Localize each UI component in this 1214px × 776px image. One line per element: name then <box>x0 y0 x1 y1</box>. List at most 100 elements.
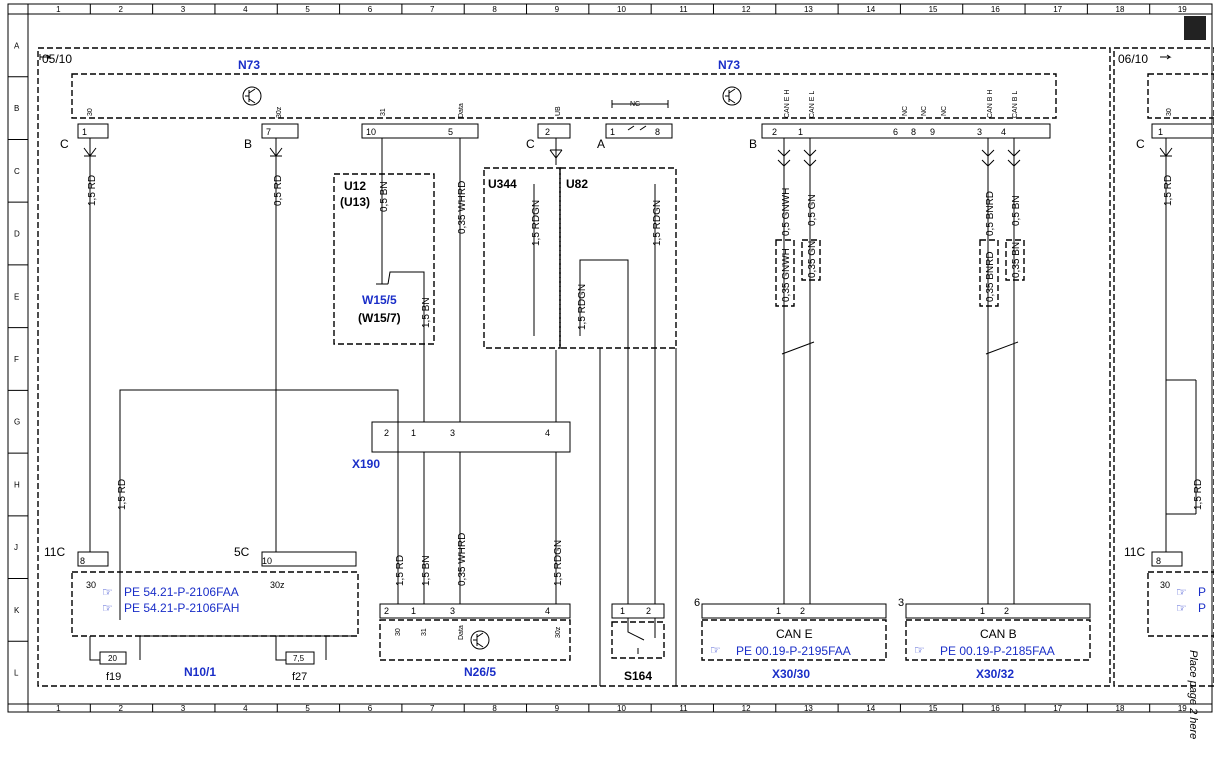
wire-label: 0,5 BN <box>379 181 390 212</box>
pin-label: 30 <box>395 628 402 636</box>
can-e-label: CAN E <box>776 627 813 641</box>
row-letter: F <box>14 355 19 364</box>
pin-label: NC <box>902 106 909 116</box>
next-page-boundary <box>1113 47 1214 687</box>
row-letter: J <box>14 543 18 552</box>
column-number: 1 <box>56 704 61 713</box>
pe-reference[interactable]: PE 00.19-P-2185FAA <box>940 644 1055 658</box>
pin-number: 8 <box>655 127 660 137</box>
pe-reference[interactable]: P <box>1198 585 1206 599</box>
pin-number: 1 <box>82 127 87 137</box>
row-letter: H <box>14 480 20 489</box>
column-number: 16 <box>991 5 1000 14</box>
pin-label: 30z <box>276 106 283 118</box>
column-number: 11 <box>679 5 688 14</box>
pin-number: 1 <box>620 606 625 616</box>
n26-5-label: N26/5 <box>464 665 496 679</box>
x30-30-box <box>701 619 887 661</box>
s164-box <box>611 621 665 659</box>
column-number: 8 <box>492 704 497 713</box>
pin-number: 1 <box>776 606 781 616</box>
column-number: 1 <box>56 5 61 14</box>
column-number: 13 <box>804 5 813 14</box>
row-letter: G <box>14 418 20 427</box>
n73-continued-box <box>1147 73 1214 119</box>
pin-label: CAN B L <box>1012 91 1019 118</box>
ground-symbol <box>376 270 425 332</box>
column-number: 18 <box>1116 704 1125 713</box>
column-number: 4 <box>243 5 248 14</box>
column-number: 15 <box>929 5 938 14</box>
wire-label: 0,5 GN <box>807 194 818 226</box>
wire-label: 0,5 BNRD <box>985 191 996 236</box>
pin-number: 3 <box>450 428 455 438</box>
fuse-rating: 20 <box>108 654 117 663</box>
pin-number: 1 <box>411 606 416 616</box>
column-number: 17 <box>1053 704 1062 713</box>
column-number: 12 <box>742 5 751 14</box>
row-letter: L <box>14 669 19 678</box>
transistor-icon <box>470 630 490 650</box>
wire-label: 1,5 RDGN <box>553 540 564 586</box>
column-number: 14 <box>866 5 875 14</box>
pin-number: 8 <box>80 556 85 566</box>
column-number: 18 <box>1116 5 1125 14</box>
column-number: 9 <box>555 5 560 14</box>
pin-label: NC <box>941 106 948 116</box>
w15-7-label: (W15/7) <box>358 311 401 325</box>
wire-label: 0,35 GNWH <box>781 248 792 302</box>
fuse-label: f27 <box>292 671 307 683</box>
column-number: 7 <box>430 704 435 713</box>
fuse-rating: 7,5 <box>293 654 305 663</box>
wire-label: 0,35 WHRD <box>457 181 468 234</box>
pin-label: 30 <box>1166 108 1173 116</box>
u12-box <box>333 173 435 345</box>
wire-label: 0,35 BNRD <box>985 251 996 302</box>
wire-label: 1,5 RD <box>87 175 98 206</box>
row-letter: A <box>14 41 20 50</box>
column-number: 6 <box>368 5 373 14</box>
column-number: 4 <box>243 704 248 713</box>
pin-number: 10 <box>366 127 376 137</box>
side-note: Place page 2 here <box>1187 650 1199 739</box>
column-number: 5 <box>305 5 310 14</box>
pin-label: 30 <box>87 108 94 116</box>
pe-reference[interactable]: P <box>1198 601 1206 615</box>
pin-label: CAN B H <box>987 90 994 118</box>
n10-1-box <box>71 571 359 637</box>
pin-number: 4 <box>1001 127 1006 137</box>
pe-reference[interactable]: PE 54.21-P-2106FAA <box>124 585 239 599</box>
row-letter: E <box>14 292 19 301</box>
pin-number: 7 <box>266 127 271 137</box>
u82-box <box>559 167 677 349</box>
ref-icon: ☞ <box>914 643 925 657</box>
column-number: 16 <box>991 704 1000 713</box>
wire-label: 0,35 GN <box>807 241 818 278</box>
column-number: 9 <box>555 704 560 713</box>
u12-label: U12 <box>344 179 366 193</box>
pin-number: 2 <box>772 127 777 137</box>
main-module-boundary <box>37 47 1111 687</box>
pin-number: 30 <box>86 580 96 590</box>
pin-number: 4 <box>545 606 550 616</box>
wire-label: 1,5 RDGN <box>531 200 542 246</box>
pe-reference[interactable]: PE 00.19-P-2195FAA <box>736 644 851 658</box>
fuse-f27 <box>285 651 315 665</box>
x190-label: X190 <box>352 457 380 471</box>
pin-number: 5 <box>448 127 453 137</box>
page-corner-icon <box>1184 16 1206 40</box>
wire-label: 1,5 RD <box>395 555 406 586</box>
pin-number: 1 <box>610 127 615 137</box>
page-ref-left: 05/10 <box>42 52 72 66</box>
ref-icon: ☞ <box>710 643 721 657</box>
pin-number: 9 <box>930 127 935 137</box>
connector-label: B <box>749 137 757 151</box>
x30-30-label: X30/30 <box>772 667 810 681</box>
transistor-icon <box>242 86 262 106</box>
n26-5-box <box>379 619 571 661</box>
pe-reference[interactable]: PE 54.21-P-2106FAH <box>124 601 239 615</box>
